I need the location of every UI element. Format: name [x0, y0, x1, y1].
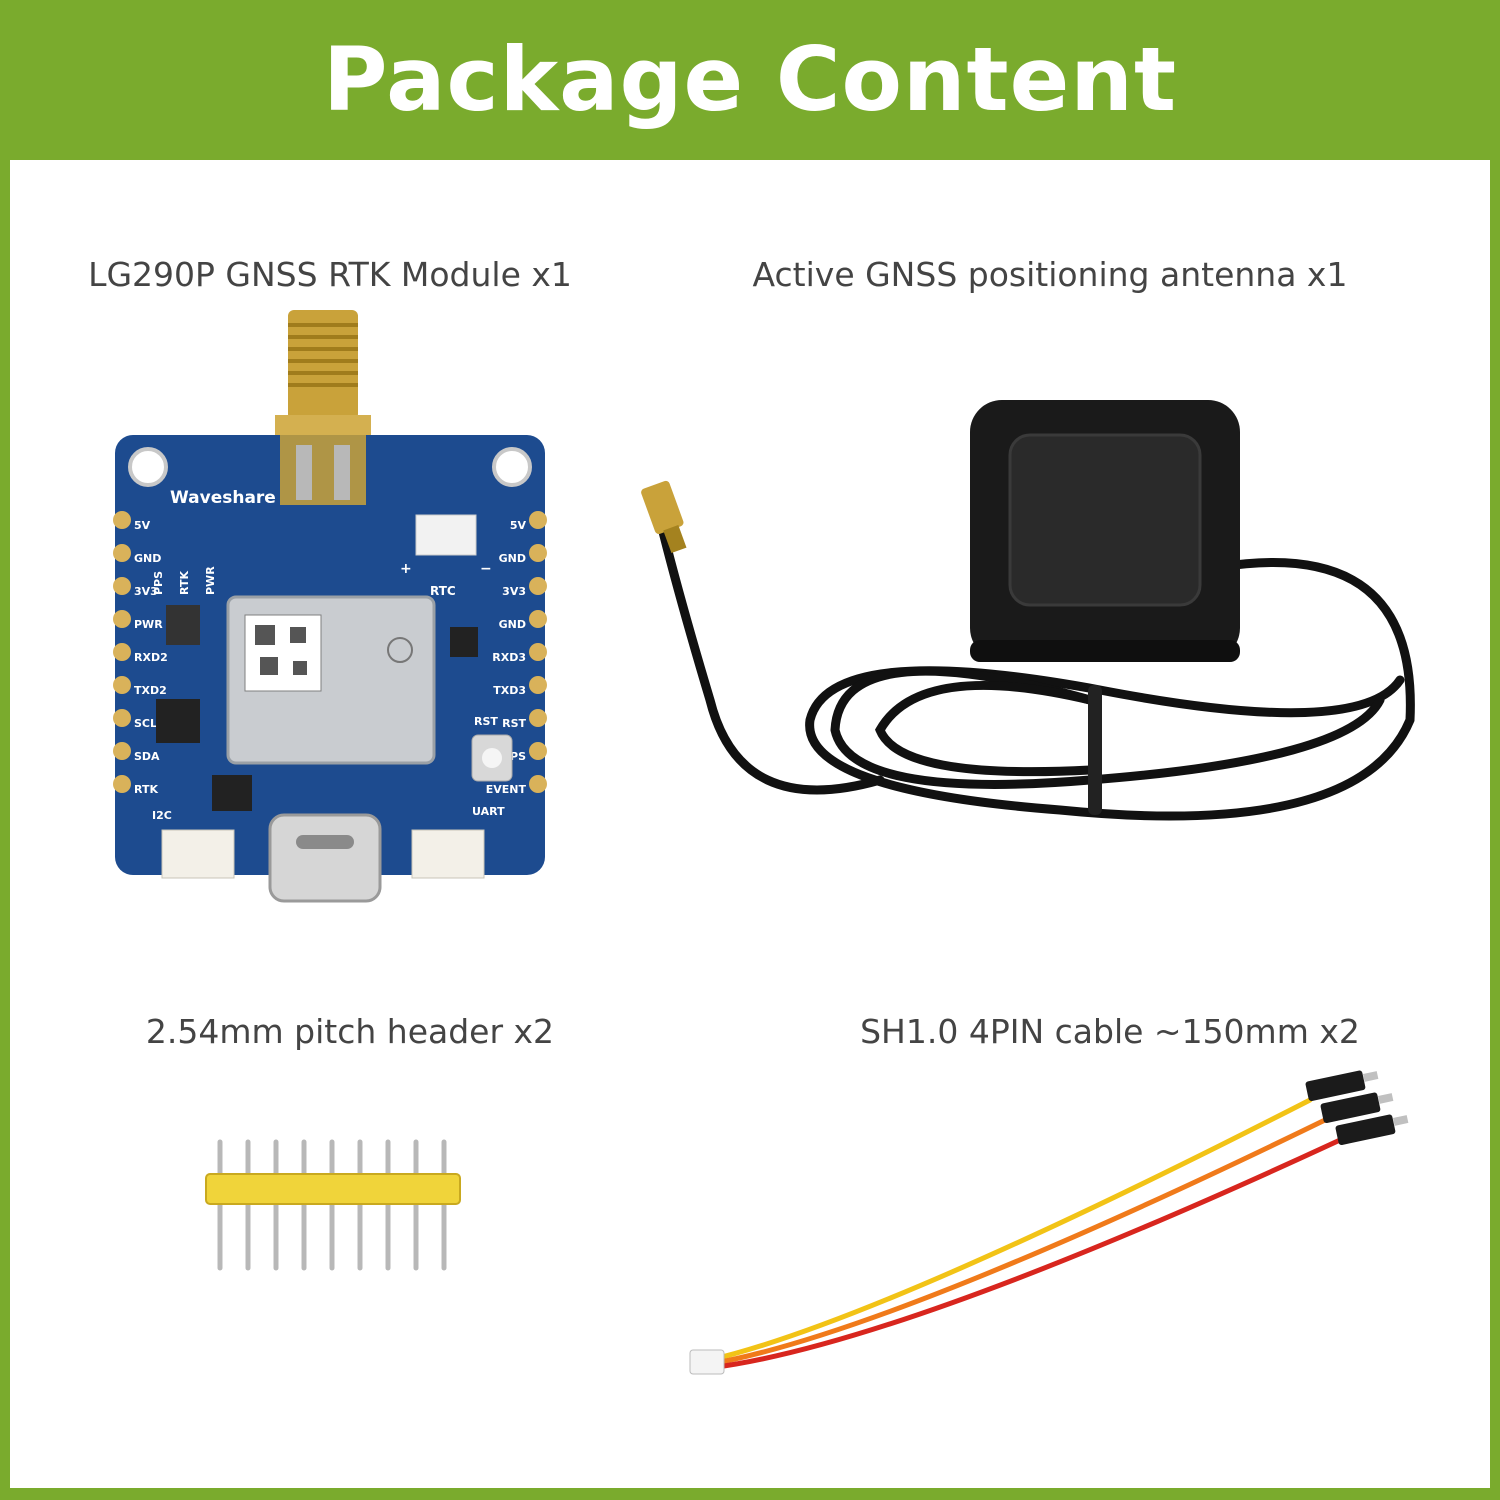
gnss-module-board-icon: Waveshare 5V GND 3V3 PWR RXD2 TXD2 SCL S…	[113, 310, 547, 903]
gnss-antenna-image	[620, 400, 1440, 840]
led-label: RTK	[178, 571, 191, 595]
left-pin-labels: 5V GND 3V3 PWR RXD2 TXD2 SCL SDA RTK	[134, 519, 168, 796]
svg-text:I2C: I2C	[152, 809, 172, 822]
pin-label: RTK	[134, 783, 158, 796]
led-label: PPS	[152, 571, 165, 595]
sh1-cable-icon	[689, 1070, 1409, 1375]
pin-label: GND	[134, 552, 161, 565]
board-brand-label: Waveshare	[170, 488, 276, 508]
pin-label: RXD3	[492, 651, 526, 664]
pin-label: TXD3	[493, 684, 526, 697]
svg-text:UART: UART	[472, 805, 505, 818]
svg-text:RST: RST	[474, 715, 498, 728]
svg-text:−: −	[480, 561, 492, 577]
pin-label: 5V	[134, 519, 151, 532]
item-label-pin-header: 2.54mm pitch header x2	[145, 1012, 555, 1051]
item-label-cable: SH1.0 4PIN cable ~150mm x2	[860, 1012, 1360, 1051]
pin-label: TXD2	[134, 684, 167, 697]
pin-label: 5V	[510, 519, 527, 532]
pin-label: RXD2	[134, 651, 168, 664]
pin-header-image	[190, 1130, 490, 1280]
content-panel: LG290P GNSS RTK Module x1 Active GNSS po…	[10, 160, 1490, 1488]
gnss-antenna-icon	[641, 400, 1415, 821]
led-label: PWR	[204, 566, 217, 595]
pin-label: 3V3	[502, 585, 526, 598]
svg-text:RTC: RTC	[430, 584, 456, 598]
sh1-cable-image	[680, 1070, 1420, 1400]
pin-label: 3V3	[134, 585, 158, 598]
gnss-module-board-image: Waveshare 5V GND 3V3 PWR RXD2 TXD2 SCL S…	[100, 305, 560, 905]
pin-label: GND	[499, 552, 526, 565]
right-pin-labels: 5V GND 3V3 GND RXD3 TXD3 RST PPS EVENT	[486, 519, 527, 796]
pin-label: PWR	[134, 618, 163, 631]
item-label-gnss-module: LG290P GNSS RTK Module x1	[88, 255, 572, 294]
item-label-antenna: Active GNSS positioning antenna x1	[752, 255, 1348, 294]
page-title: Package Content	[322, 27, 1178, 131]
pin-label: SCL	[134, 717, 157, 730]
pin-label: GND	[499, 618, 526, 631]
pin-label: RST	[502, 717, 526, 730]
svg-text:+: +	[400, 561, 412, 577]
pin-label: SDA	[134, 750, 160, 763]
header-banner: Package Content	[0, 0, 1500, 158]
pin-header-icon	[205, 1139, 461, 1271]
pin-label: EVENT	[486, 783, 527, 796]
